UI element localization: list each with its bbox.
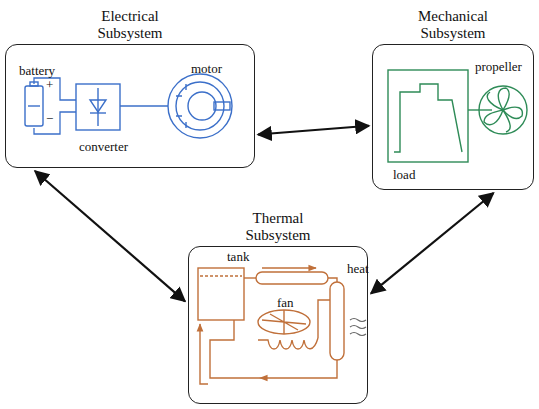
part-label: propeller [474, 60, 523, 74]
coupling-arrow [35, 171, 185, 301]
part-label: heat [346, 262, 370, 276]
subsystem-box: Thermal Subsystem [188, 246, 368, 404]
part-label: tank [226, 250, 250, 264]
coupling-arrow [371, 193, 494, 293]
part-label: + [45, 78, 54, 92]
cooling-loop [198, 268, 344, 384]
converter-symbol [76, 84, 120, 130]
subsystem-title: Electrical Subsystem [75, 8, 185, 42]
fan-symbol [258, 310, 310, 334]
battery-symbol [25, 82, 43, 126]
propeller-symbol [479, 86, 527, 134]
coupling-arrow [258, 126, 369, 135]
part-label: motor [190, 62, 223, 76]
part-label: − [45, 112, 54, 126]
heat-waves [350, 319, 366, 336]
motor-symbol [168, 74, 232, 138]
wires [34, 78, 168, 134]
load-profile [388, 70, 492, 162]
part-label: battery [18, 64, 56, 78]
part-label: load [392, 168, 416, 182]
heat-exchanger [330, 282, 344, 360]
part-label: fan [276, 296, 295, 310]
part-label: converter [78, 140, 129, 154]
tank-symbol [198, 268, 244, 320]
subsystem-title: Mechanical Subsystem [398, 8, 508, 42]
subsystem-title: Thermal Subsystem [223, 210, 333, 244]
